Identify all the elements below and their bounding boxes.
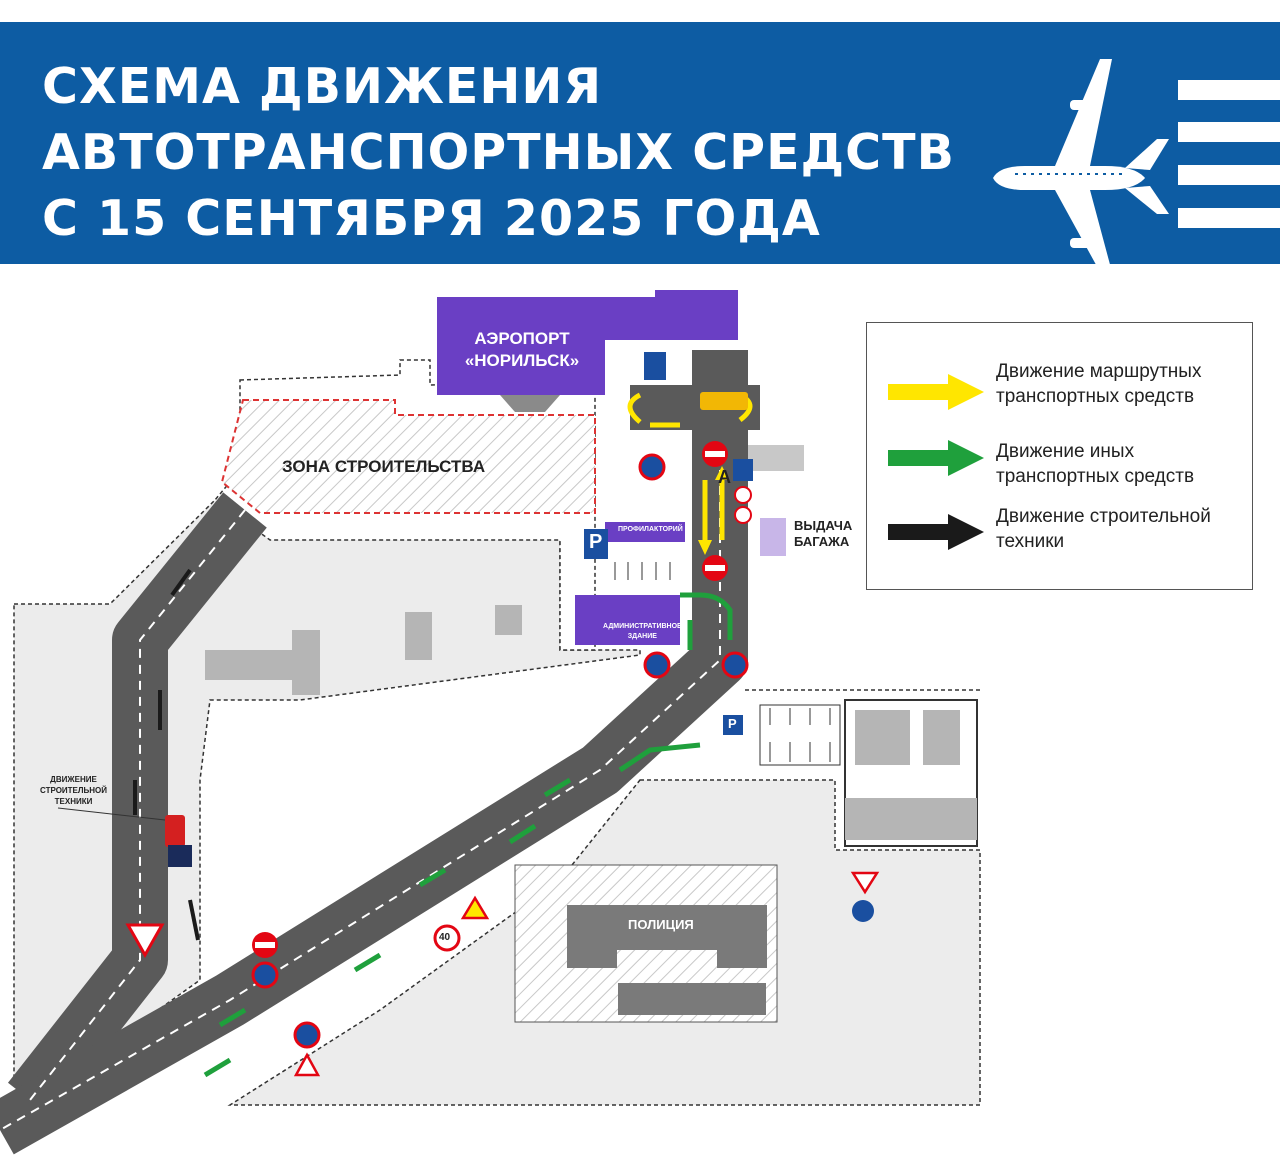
building-grey: [748, 445, 804, 471]
road-marking: [0, 470, 721, 1131]
building-grey: [205, 630, 320, 695]
airport-entrance: [500, 395, 560, 412]
construction-traffic-label-line: СТРОИТЕЛЬНОЙ: [40, 786, 108, 795]
header-stripe: [1178, 165, 1280, 185]
callout-line: [57, 807, 166, 821]
truck-icon: [165, 815, 185, 847]
police-building: [618, 983, 766, 1015]
other-route-arrows: [203, 592, 733, 1078]
airplane-icon: [993, 59, 1169, 272]
profilaktory-label: ПРОФИЛАКТОРИЙ: [618, 526, 683, 533]
airport-label-line: «НОРИЛЬСК»: [464, 351, 580, 370]
header-stripe: [1178, 80, 1280, 100]
admin-label-line: АДМИНИСТРАТИВНОЕ: [603, 623, 682, 630]
no-stopping-sign: [251, 453, 749, 1049]
legend-label-line: Движение строительной: [996, 506, 1211, 527]
traffic-map: [0, 290, 981, 1155]
admin-building: [575, 595, 680, 645]
title-line-1: СХЕМА ДВИЖЕНИЯ: [42, 58, 603, 115]
building-grey: [405, 612, 432, 660]
road-marking: [29, 509, 246, 1101]
restriction-sign: [734, 506, 752, 524]
building-grey: [845, 798, 977, 840]
building-grey: [923, 710, 960, 765]
bus-icon: [700, 392, 748, 410]
truck-icon: [168, 845, 192, 867]
construction-traffic-label: ДВИЖЕНИЕ СТРОИТЕЛЬНОЙ ТЕХНИКИ: [40, 774, 107, 807]
legend-label-line: Движение маршрутных: [996, 361, 1202, 382]
police-building: [567, 905, 767, 968]
construction-traffic-label-line: ТЕХНИКИ: [54, 797, 93, 806]
bus-stop-sign: [644, 352, 666, 380]
baggage-icon: [760, 518, 786, 556]
legend-arrow-construction: [888, 514, 984, 550]
speed-limit-sign: [433, 924, 461, 952]
yield-sign: [125, 923, 165, 959]
pedestrian-warning-sign: [293, 1052, 321, 1077]
airport-building: [437, 290, 738, 395]
header-banner: СХЕМА ДВИЖЕНИЯ АВТОТРАНСПОРТНЫХ СРЕДСТВ …: [0, 22, 1280, 272]
legend-label-line: транспортных средств: [996, 466, 1195, 487]
legend-item-bus: Движение маршрутных транспортных средств: [996, 359, 1201, 409]
legend-item-construction: Движение строительной техники: [996, 504, 1211, 554]
legend-item-other: Движение иных транспортных средств: [996, 439, 1194, 489]
construction-traffic-label-line: ДВИЖЕНИЕ: [50, 775, 97, 784]
yield-sign: [850, 871, 880, 895]
bus-stop-sign: [733, 459, 753, 481]
construction-zone: [220, 399, 596, 514]
airport-label-line: АЭРОПОРТ: [474, 329, 570, 348]
baggage-label: ВЫДАЧА БАГАЖА: [794, 518, 852, 550]
legend-label-line: Движение иных: [996, 441, 1135, 462]
construction-zone-label: ЗОНА СТРОИТЕЛЬСТВА: [282, 457, 486, 476]
admin-label-line: ЗДАНИЕ: [627, 633, 657, 640]
baggage-label-line: ВЫДАЧА: [794, 518, 853, 533]
baggage-label-line: БАГАЖА: [794, 534, 850, 549]
admin-label: АДМИНИСТРАТИВНОЕ ЗДАНИЕ: [603, 622, 682, 642]
parking-letter: P: [589, 531, 603, 553]
profilaktory-building: [605, 522, 685, 542]
legend-arrow-bus: [888, 374, 984, 410]
parking-east: [759, 704, 841, 766]
airport-label: АЭРОПОРТ «НОРИЛЬСК»: [462, 328, 582, 372]
arrow-head: [698, 540, 712, 555]
title-line-3: С 15 СЕНТЯБРЯ 2025 ГОДА: [42, 190, 821, 247]
building-grey: [495, 605, 522, 635]
police-label: ПОЛИЦИЯ: [628, 917, 694, 932]
turn-left-sign: [852, 900, 874, 922]
no-entry-sign: [252, 441, 728, 958]
warning-sign: [460, 895, 490, 920]
parking-sign: [723, 715, 743, 735]
stop-letter: A: [718, 467, 731, 487]
building-grey: [855, 710, 910, 765]
restriction-sign: [734, 486, 752, 504]
parking-stalls: [614, 562, 831, 762]
parking-letter: P: [728, 716, 737, 731]
parking-sign: [584, 529, 608, 559]
legend-arrow-other: [888, 440, 984, 476]
legend-label-line: техники: [996, 531, 1065, 552]
legend-arrows: [888, 374, 984, 550]
header-stripe: [1178, 208, 1280, 228]
construction-arrows: [133, 568, 200, 941]
title-line-2: АВТОТРАНСПОРТНЫХ СРЕДСТВ: [42, 124, 955, 181]
legend-label-line: транспортных средств: [996, 386, 1195, 407]
arrow-head: [715, 466, 729, 480]
speed-limit-value: 40: [439, 932, 451, 943]
header-stripe: [1178, 122, 1280, 142]
